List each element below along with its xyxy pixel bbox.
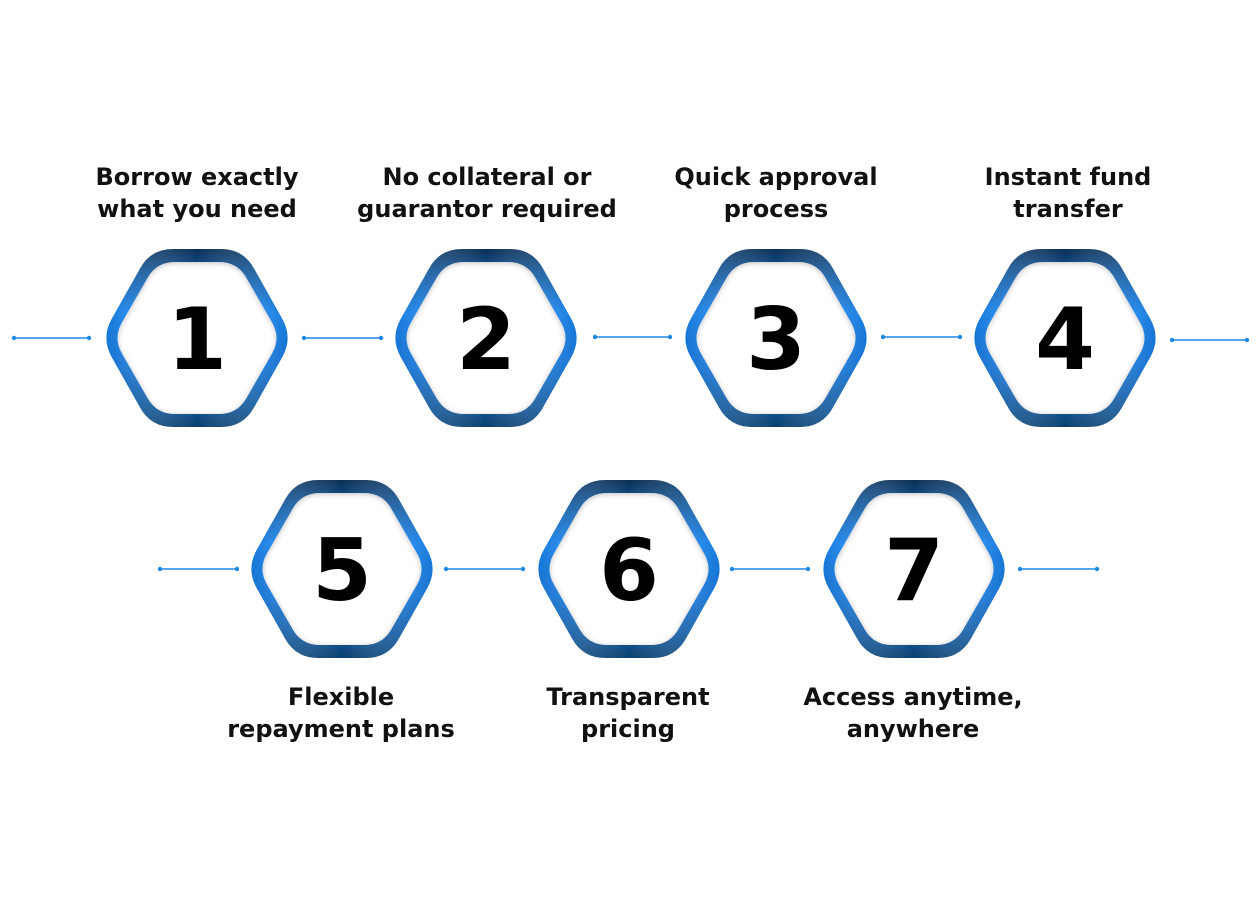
step-4-hexagon-inner	[985, 262, 1145, 414]
step-7-hexagon	[823, 480, 1005, 658]
step-4-number: 4	[1035, 290, 1095, 390]
connector-dot-3-start	[592, 334, 598, 340]
connector-dot-4-end	[957, 334, 963, 340]
step-6-label: Transparent pricing	[546, 683, 710, 743]
step-6-hexagon-inner	[549, 493, 709, 645]
connector-lines	[11, 334, 1250, 572]
step-2-label: No collateral or guarantor required	[357, 163, 617, 223]
step-5-label: Flexible repayment plans	[227, 683, 455, 743]
step-7-hexagon-inner	[834, 493, 994, 645]
step-1-number: 1	[167, 290, 227, 390]
step-1-label: Borrow exactly what you need	[95, 163, 299, 223]
step-7-label: Access anytime, anywhere	[803, 683, 1023, 743]
step-3-hexagon	[685, 249, 867, 427]
connector-dot-8-start	[729, 566, 735, 572]
connector-dot-9-start	[1017, 566, 1023, 572]
step-6-number: 6	[599, 521, 659, 621]
connector-dot-7-start	[443, 566, 449, 572]
connector-dot-6-start	[157, 566, 163, 572]
connector-dot-8-end	[805, 566, 811, 572]
step-2-hexagon-inner	[406, 262, 566, 414]
step-2-number: 2	[456, 290, 516, 390]
step-3-hexagon-inner	[696, 262, 856, 414]
connector-dot-4-start	[880, 334, 886, 340]
connector-dot-9-end	[1094, 566, 1100, 572]
step-5-number: 5	[312, 521, 372, 621]
step-3-label: Quick approval process	[674, 163, 878, 223]
connector-dot-2-start	[301, 335, 307, 341]
step-7-number: 7	[884, 521, 944, 621]
connector-dot-7-end	[520, 566, 526, 572]
connector-dot-6-end	[234, 566, 240, 572]
step-6-hexagon	[538, 480, 720, 658]
hexagon-group	[106, 249, 1156, 658]
step-4-hexagon	[974, 249, 1156, 427]
step-5-hexagon-inner	[262, 493, 422, 645]
step-1-hexagon	[106, 249, 288, 427]
connector-dot-2-end	[378, 335, 384, 341]
step-1-hexagon-inner	[117, 262, 277, 414]
step-5-hexagon	[251, 480, 433, 658]
connector-dot-3-end	[667, 334, 673, 340]
step-4-label: Instant fund transfer	[984, 163, 1152, 223]
connector-dot-1-end	[86, 335, 92, 341]
connector-dot-5-end	[1244, 337, 1250, 343]
step-3-number: 3	[746, 290, 806, 390]
connector-dot-5-start	[1169, 337, 1175, 343]
step-2-hexagon	[395, 249, 577, 427]
connector-dot-1-start	[11, 335, 17, 341]
